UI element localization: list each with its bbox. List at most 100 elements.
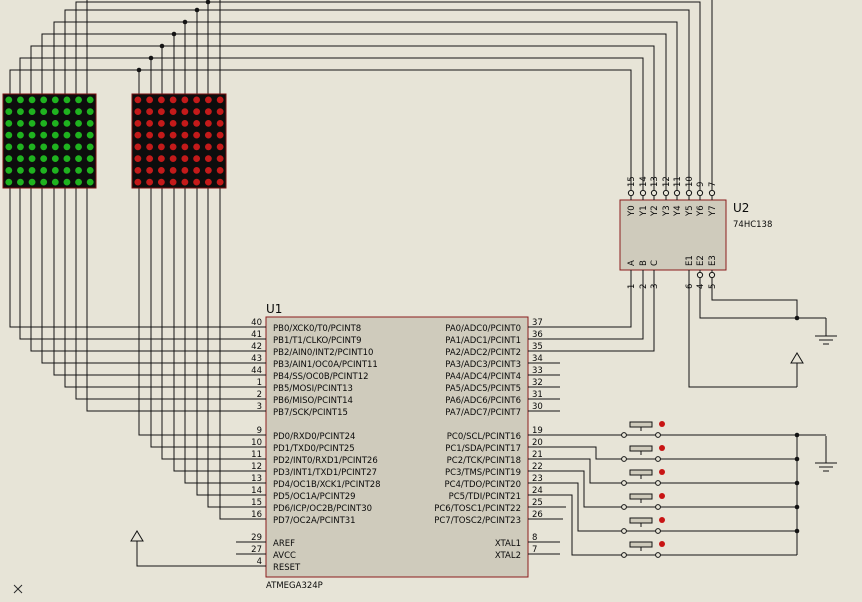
u1-pin-name: PB3/AIN1/OC0A/PCINT11 [273, 360, 378, 370]
u1-pin-number: 23 [532, 474, 543, 484]
u1-pin-name: PB6/MISO/PCINT14 [273, 396, 353, 406]
led-dot [28, 155, 36, 163]
led-dot [86, 119, 94, 127]
u1-pin-number: 19 [532, 426, 543, 436]
u2-pin-name: Y1 [639, 205, 649, 217]
u1-pin-number: 44 [251, 366, 262, 376]
led-dot [51, 143, 59, 151]
led-dot [134, 155, 142, 163]
led-dot [146, 143, 154, 151]
push-button-icon[interactable] [621, 517, 665, 534]
led-dot [181, 119, 189, 127]
u1-pin-number: 22 [532, 462, 543, 472]
u1-pin-name: PD1/TXD0/PCINT25 [273, 444, 355, 454]
led-dot [146, 166, 154, 174]
u1-pin-number: 24 [532, 486, 543, 496]
led-dot [134, 178, 142, 186]
led-dot [51, 108, 59, 116]
led-dot [181, 108, 189, 116]
led-dot [5, 178, 13, 186]
led-dot [75, 108, 82, 116]
push-button-icon[interactable] [621, 493, 665, 510]
led-dot [157, 108, 165, 116]
push-button-icon[interactable] [621, 445, 665, 462]
u2-pin-name: Y7 [708, 205, 718, 217]
led-dot [157, 119, 165, 127]
led-dot [5, 108, 13, 116]
led-dot [193, 96, 201, 104]
led-dot [28, 119, 36, 127]
led-dot [28, 166, 36, 174]
u1-microcontroller[interactable]: 40PB0/XCK0/T0/PCINT841PB1/T1/CLKO/PCINT9… [236, 302, 560, 591]
led-dot [204, 108, 212, 116]
led-dot [146, 119, 154, 127]
led-dot [75, 155, 82, 163]
led-dot [134, 96, 142, 104]
u1-pin-number: 4 [257, 557, 262, 567]
led-dot [63, 119, 71, 127]
u2-pin-bubble [639, 189, 647, 197]
u2-pin-number: 6 [685, 284, 695, 289]
u1-pin-name: AVCC [273, 551, 296, 561]
u2-pin-name: Y6 [696, 205, 706, 217]
u2-pin-name: Y3 [662, 205, 672, 217]
led-dot [193, 119, 201, 127]
u1-pin-number: 36 [532, 330, 543, 340]
led-dot [63, 166, 71, 174]
led-dot [157, 96, 165, 104]
led-dot [86, 96, 94, 104]
u1-pin-number: 37 [532, 318, 543, 328]
led-dot [40, 96, 48, 104]
led-dot [193, 155, 201, 163]
led-dot [146, 96, 154, 104]
u1-pin-number: 29 [251, 533, 262, 543]
u1-pin-name: PA6/ADC6/PCINT6 [445, 396, 521, 406]
push-buttons[interactable] [621, 421, 665, 558]
u1-pin-number: 31 [532, 390, 543, 400]
led-dot [216, 143, 224, 151]
u2-pin-name: C [650, 260, 660, 266]
led-dot [146, 131, 154, 139]
u1-pin-name: PA0/ADC0/PCINT0 [445, 324, 521, 334]
u1-pin-name: PA2/ADC2/PCINT2 [445, 348, 521, 358]
led-dot [63, 96, 71, 104]
u1-pin-number: 1 [257, 378, 262, 388]
push-button-icon[interactable] [621, 469, 665, 486]
led-dot [51, 119, 59, 127]
led-dot [28, 96, 36, 104]
led-dot [157, 178, 165, 186]
u1-pin-name: PB0/XCK0/T0/PCINT8 [273, 324, 361, 334]
u1-pin-name: PD7/OC2A/PCINT31 [273, 516, 356, 526]
u1-pin-number: 20 [532, 438, 543, 448]
led-matrix-red[interactable] [131, 93, 227, 189]
u1-pin-number: 2 [257, 390, 262, 400]
led-dot [146, 108, 154, 116]
u1-pin-number: 9 [257, 426, 262, 436]
led-dot [51, 178, 59, 186]
led-matrix-green[interactable] [2, 93, 97, 189]
u1-pin-number: 21 [532, 450, 543, 460]
led-dot [28, 143, 36, 151]
led-dot [40, 131, 48, 139]
push-button-icon[interactable] [621, 541, 665, 558]
led-dot [63, 131, 71, 139]
u2-pin-number: 1 [627, 284, 637, 289]
u2-pin-bubble [662, 189, 670, 197]
led-dot [75, 96, 82, 104]
power-arrow-icon [130, 530, 144, 564]
u2-pin-number: 3 [650, 284, 660, 289]
u1-pin-number: 12 [251, 462, 262, 472]
led-dot [86, 108, 94, 116]
led-dot [204, 96, 212, 104]
u2-part: 74HC138 [733, 220, 772, 230]
u1-pin-name: PA1/ADC1/PCINT1 [445, 336, 521, 346]
u2-pin-number: 10 [685, 176, 695, 187]
led-dot [86, 178, 94, 186]
led-dot [204, 143, 212, 151]
u2-pin-name: B [639, 260, 649, 266]
push-button-icon[interactable] [621, 421, 665, 438]
u1-pin-name: PC4/TDO/PCINT20 [444, 480, 521, 490]
led-dot [169, 178, 177, 186]
led-dot [75, 166, 82, 174]
